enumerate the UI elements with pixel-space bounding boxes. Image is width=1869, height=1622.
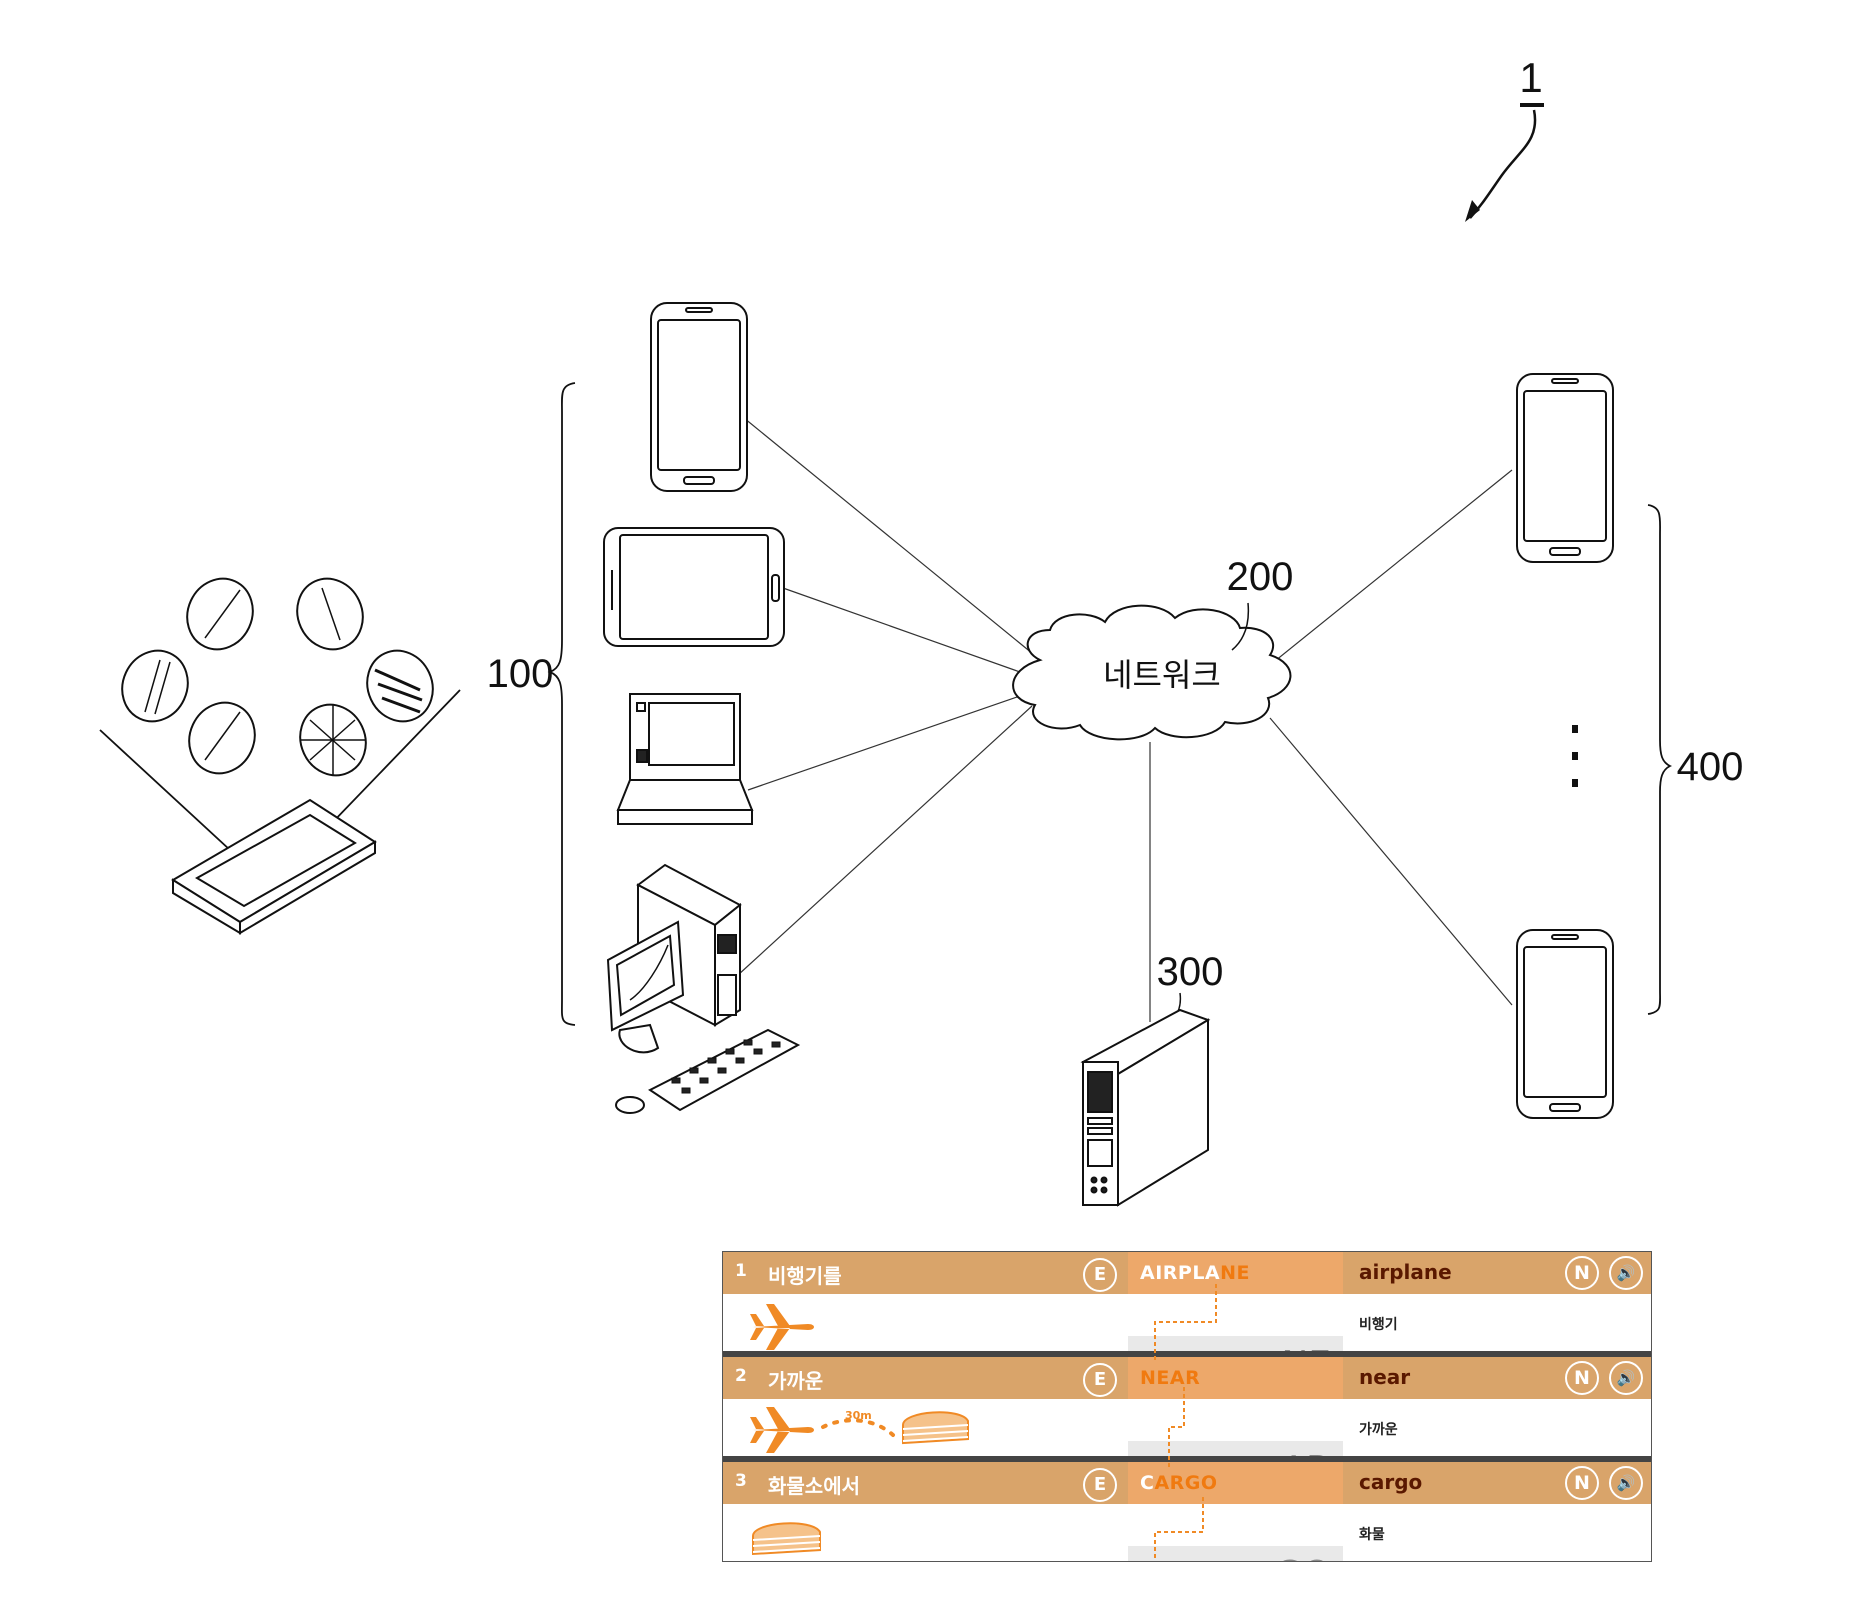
smartphone-icon [650,302,748,492]
receivers-brace [1647,504,1673,1015]
speaker-icon[interactable]: 🔊 [1609,1361,1643,1395]
airplane-to-cargo-illustration: 30m [750,1407,969,1453]
row-number: 1 [735,1261,747,1281]
vocab-row: 2 가까운 E NEAR near N 🔊 30m AR 가까운 [723,1357,1651,1498]
network-ref-label: 200 [1227,555,1294,599]
figure-ref-arrow [1469,109,1537,219]
more-devices-ellipsis [1572,725,1578,787]
row-number: 2 [735,1366,747,1386]
spelling-word: NEAR [1140,1367,1201,1389]
network-cloud: 네트워크 [1012,604,1292,741]
korean-meaning: 비행기 [1359,1317,1398,1333]
note-button[interactable]: N [1565,1361,1599,1395]
tablet-icon [603,527,785,647]
clients-brace [547,382,576,1026]
note-button[interactable]: N [1565,1466,1599,1500]
korean-meaning: 가까운 [1359,1422,1398,1438]
airplane-icon [750,1304,814,1350]
spelling-word: AIRPLANE [1140,1262,1251,1284]
english-toggle-button[interactable]: E [1083,1258,1117,1292]
receivers-ref-label: 400 [1677,745,1744,789]
vocab-row: 3 화물소에서 E CARGO cargo N 🔊 GO 화물 [723,1462,1651,1561]
word-suffix: GO [1275,1554,1331,1561]
english-word: cargo [1359,1470,1423,1494]
connection-lines [737,417,1513,1022]
projection-lines [99,689,461,851]
cargo-icon [752,1522,821,1556]
english-word: airplane [1359,1260,1452,1284]
ar-device-icon [171,798,377,935]
english-word: near [1359,1365,1411,1389]
distance-label: 30m [845,1409,872,1422]
figure-ref-label: 1 [1519,54,1542,101]
receiver-phone-bottom-icon [1516,929,1614,1119]
spelling-word: CARGO [1140,1472,1218,1494]
clients-ref-label: 100 [487,652,554,696]
floating-object-icons [121,577,434,777]
korean-phrase: 가까운 [768,1369,824,1393]
receiver-phone-top-icon [1516,373,1614,563]
note-button[interactable]: N [1565,1256,1599,1290]
network-label: 네트워크 [1103,656,1221,694]
desktop-computer-icon [606,863,801,1114]
korean-phrase: 화물소에서 [768,1474,860,1498]
vocabulary-card: 1 비행기를 E AIRPLANE airplane N 🔊 NE 비행기 2 … [722,1251,1652,1562]
vocab-row: 1 비행기를 E AIRPLANE airplane N 🔊 NE 비행기 [723,1252,1651,1393]
korean-phrase: 비행기를 [768,1264,842,1288]
korean-meaning: 화물 [1359,1527,1385,1543]
english-toggle-button[interactable]: E [1083,1363,1117,1397]
speaker-icon[interactable]: 🔊 [1609,1466,1643,1500]
laptop-icon [616,693,754,825]
server-icon [1080,1008,1211,1207]
speaker-icon[interactable]: 🔊 [1609,1256,1643,1290]
server-ref-label: 300 [1157,950,1224,994]
english-toggle-button[interactable]: E [1083,1468,1117,1502]
row-number: 3 [735,1471,747,1491]
